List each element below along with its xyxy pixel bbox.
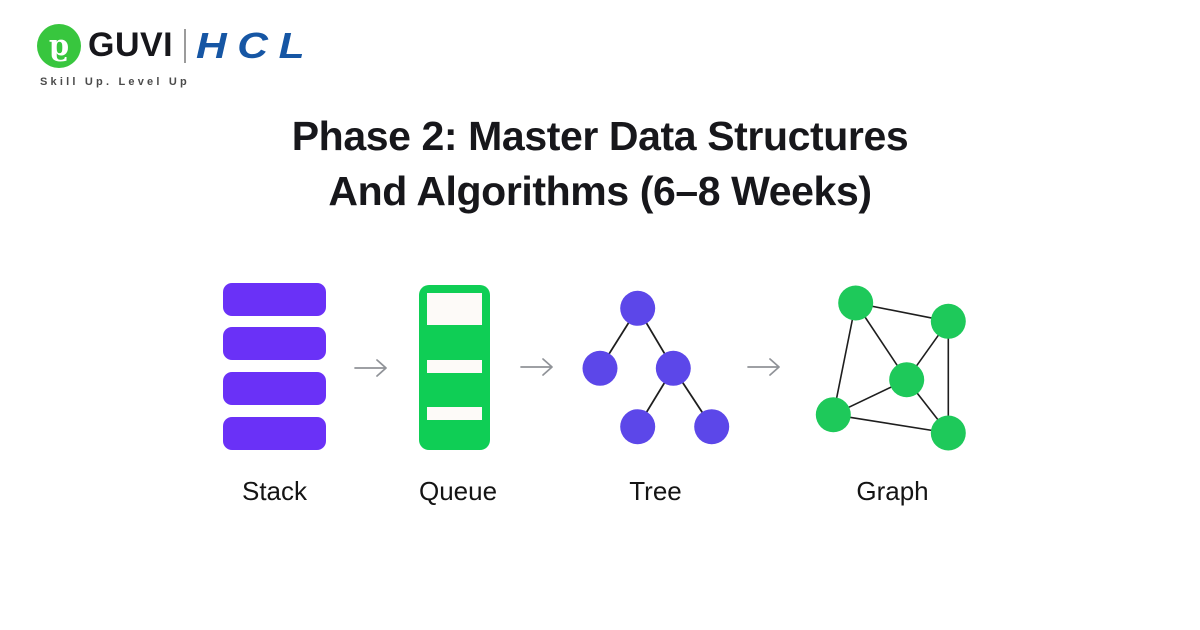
queue-slot <box>427 293 482 325</box>
graph-node <box>838 285 874 321</box>
graph-icon <box>815 285 966 451</box>
queue-icon <box>419 285 490 450</box>
page-title-line2: And Algorithms (6–8 Weeks) <box>328 168 872 214</box>
stack-bar <box>223 372 326 405</box>
figure-label-stack: Stack <box>241 476 308 506</box>
guvi-logo-icon: g <box>37 23 81 68</box>
queue-slot <box>427 407 482 420</box>
queue-slot <box>427 360 482 373</box>
tree-icon <box>582 290 730 445</box>
hcl-wordmark: HCL <box>196 24 316 66</box>
arrow-right-icon <box>747 358 780 376</box>
graph-node <box>815 397 851 433</box>
tree-node <box>694 409 730 445</box>
brand-header: g GUVI HCL Skill Up. Level Up <box>37 22 305 88</box>
guvi-logo-glyph: g <box>49 28 69 62</box>
graph-edge <box>832 302 857 415</box>
brand-divider <box>184 28 187 63</box>
graph-edge <box>833 413 949 434</box>
brand-tagline: Skill Up. Level Up <box>40 76 190 88</box>
graph-node <box>889 362 925 398</box>
stack-bar <box>223 417 326 450</box>
figure-label-tree: Tree <box>629 476 682 506</box>
graph-node <box>930 303 966 339</box>
tree-node <box>655 350 691 386</box>
stack-bar <box>223 283 326 316</box>
brand-row: g GUVI HCL <box>37 22 305 69</box>
stack-bar <box>223 327 326 360</box>
arrow-right-icon <box>520 358 553 376</box>
page-title-line1: Phase 2: Master Data Structures <box>291 113 909 159</box>
tree-node <box>620 409 656 445</box>
tree-node <box>620 290 656 326</box>
guvi-logo-circle <box>37 23 81 68</box>
page-title: Phase 2: Master Data Structures And Algo… <box>0 109 1200 219</box>
figure-label-graph: Graph <box>856 476 929 506</box>
guvi-wordmark: GUVI <box>88 26 174 64</box>
figure-label-queue: Queue <box>419 476 498 506</box>
tree-node <box>582 350 618 386</box>
arrow-right-icon <box>354 359 387 377</box>
graph-node <box>930 415 966 451</box>
stack-icon <box>223 283 326 450</box>
